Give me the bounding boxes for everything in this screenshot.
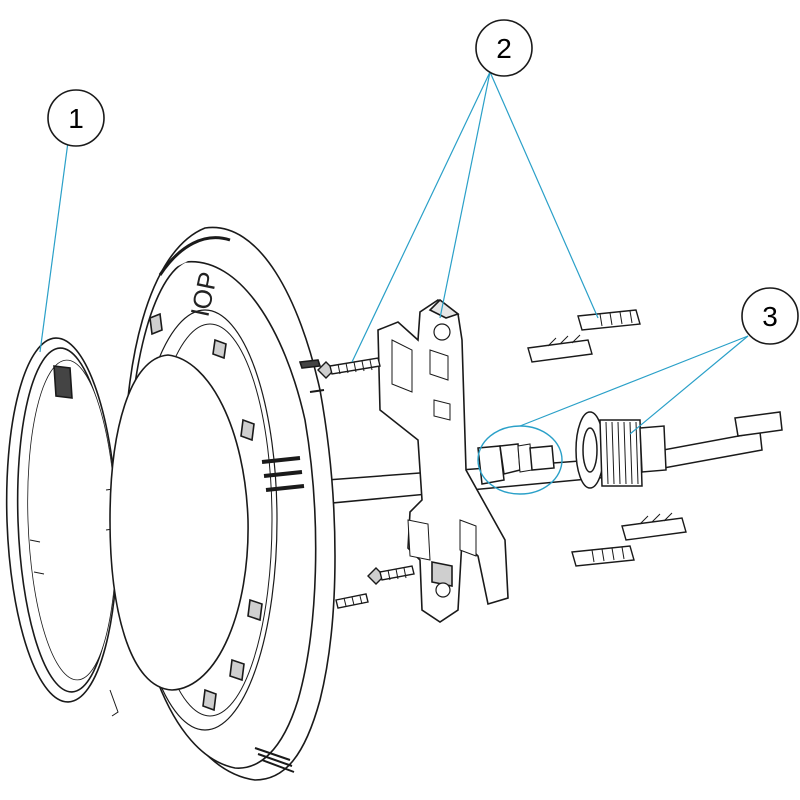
wood-screw-bottom-left	[335, 593, 369, 609]
callout-circle	[47, 89, 105, 147]
lens-dome	[109, 354, 249, 691]
leader-2b	[439, 71, 491, 319]
leader-3b	[629, 335, 749, 435]
callout-label: 2	[496, 33, 512, 64]
cable-gland-fitting	[575, 411, 667, 489]
callout-3: 3	[741, 287, 799, 345]
leader-3a	[519, 335, 749, 427]
wall-plug-1	[577, 309, 641, 331]
leader-2a	[351, 71, 491, 363]
callout-2: 2	[475, 19, 533, 77]
front-trim-ring	[5, 337, 121, 717]
mounting-bracket	[377, 298, 509, 623]
wood-screw-top	[317, 357, 381, 379]
leader-3-highlight	[477, 425, 563, 495]
wall-plug-4	[571, 545, 635, 567]
callout-label: 3	[762, 301, 778, 332]
wood-screw-bottom	[367, 565, 415, 585]
leader-1	[39, 141, 69, 353]
leader-lines	[39, 71, 749, 495]
callout-label: 1	[68, 103, 84, 134]
cable-gland-nut	[477, 443, 555, 485]
wall-plug-3	[621, 512, 687, 541]
callout-circle	[741, 287, 799, 345]
wall-plug-2	[527, 334, 593, 363]
leader-2c	[489, 71, 599, 319]
callout-1: 1	[47, 89, 105, 147]
callout-circle	[475, 19, 533, 77]
